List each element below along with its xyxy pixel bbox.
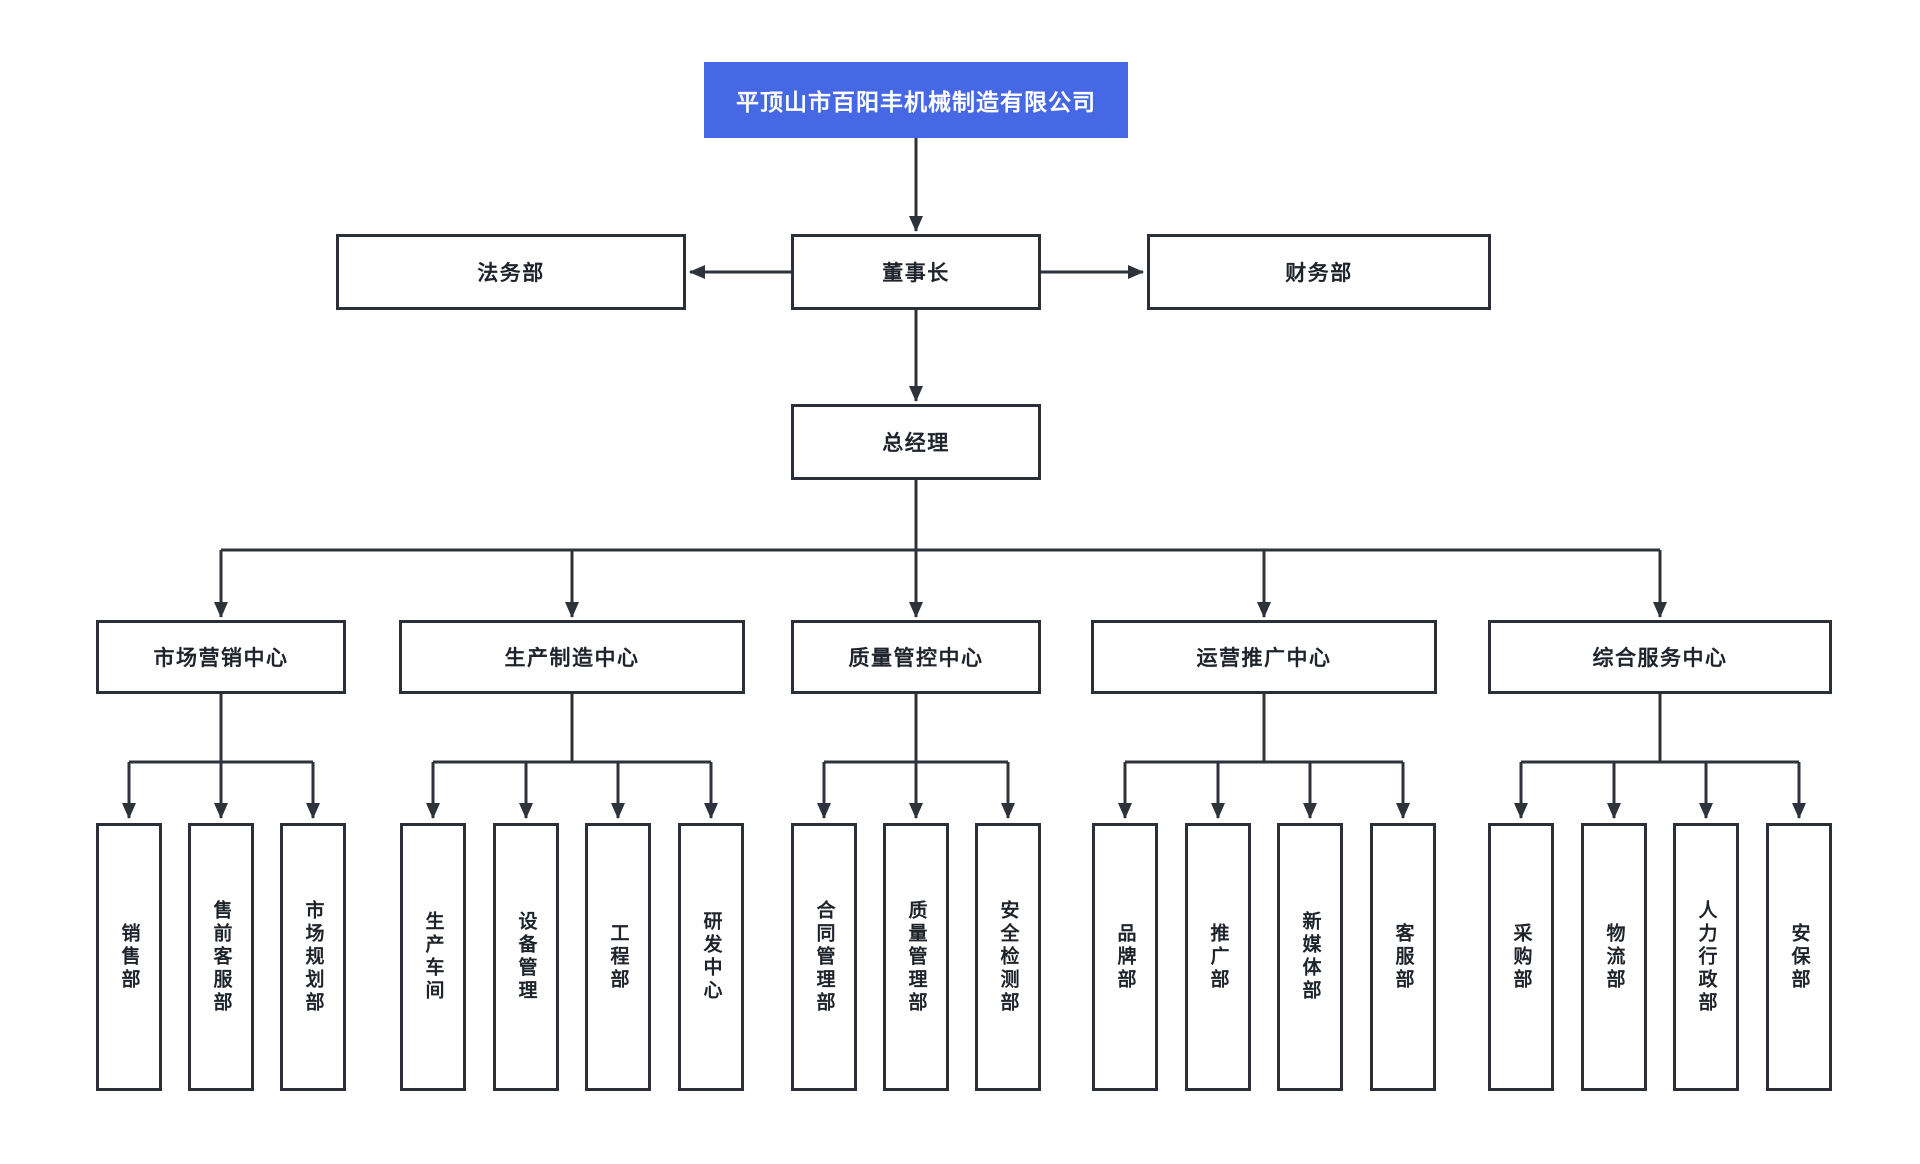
node-general-manager: 总经理 (791, 404, 1041, 480)
operations-center-label: 运营推广中心 (1196, 647, 1332, 670)
company-name-label: 平顶山市百阳丰机械制造有限公司 (736, 89, 1096, 115)
chairman-label: 董事长 (882, 262, 950, 285)
node-market-planning-dept: 市场规划部 (280, 823, 346, 1091)
engineering-dept-label: 工程部 (607, 922, 629, 992)
node-logistics-dept: 物流部 (1581, 823, 1647, 1091)
presales-service-dept-label: 售前客服部 (210, 899, 232, 1015)
rd-center-label: 研发中心 (700, 911, 722, 1003)
node-quality-center: 质量管控中心 (791, 620, 1041, 694)
equipment-management-label: 设备管理 (515, 911, 537, 1003)
node-operations-center: 运营推广中心 (1091, 620, 1437, 694)
new-media-dept-label: 新媒体部 (1299, 911, 1321, 1003)
node-new-media-dept: 新媒体部 (1277, 823, 1343, 1091)
node-finance-dept: 财务部 (1147, 234, 1491, 310)
node-sales-dept: 销售部 (96, 823, 162, 1091)
node-services-center: 综合服务中心 (1488, 620, 1832, 694)
brand-dept-label: 品牌部 (1114, 922, 1136, 992)
general-manager-label: 总经理 (882, 432, 950, 455)
node-legal-dept: 法务部 (336, 234, 686, 310)
finance-dept-label: 财务部 (1285, 262, 1353, 285)
top-level-connectors (214, 138, 1667, 618)
marketing-center-label: 市场营销中心 (153, 647, 289, 670)
sales-dept-label: 销售部 (118, 922, 140, 992)
node-production-center: 生产制造中心 (399, 620, 745, 694)
hr-admin-dept-label: 人力行政部 (1695, 899, 1717, 1015)
node-security-dept: 安保部 (1766, 823, 1832, 1091)
node-marketing-center: 市场营销中心 (96, 620, 346, 694)
market-planning-dept-label: 市场规划部 (302, 899, 324, 1015)
node-quality-management-dept: 质量管理部 (883, 823, 949, 1091)
node-equipment-management: 设备管理 (493, 823, 559, 1091)
node-customer-service-dept: 客服部 (1370, 823, 1436, 1091)
safety-inspection-dept-label: 安全检测部 (997, 899, 1019, 1015)
services-center-label: 综合服务中心 (1592, 647, 1728, 670)
legal-dept-label: 法务部 (477, 262, 545, 285)
node-procurement-dept: 采购部 (1488, 823, 1554, 1091)
node-contract-management-dept: 合同管理部 (791, 823, 857, 1091)
sub-group-connectors (122, 694, 1806, 819)
promotion-dept-label: 推广部 (1207, 922, 1229, 992)
node-engineering-dept: 工程部 (585, 823, 651, 1091)
contract-management-dept-label: 合同管理部 (813, 899, 835, 1015)
customer-service-dept-label: 客服部 (1392, 922, 1414, 992)
node-chairman: 董事长 (791, 234, 1041, 310)
procurement-dept-label: 采购部 (1510, 922, 1532, 992)
production-center-label: 生产制造中心 (504, 647, 640, 670)
node-presales-service-dept: 售前客服部 (188, 823, 254, 1091)
logistics-dept-label: 物流部 (1603, 922, 1625, 992)
node-brand-dept: 品牌部 (1092, 823, 1158, 1091)
node-hr-admin-dept: 人力行政部 (1673, 823, 1739, 1091)
node-company-root: 平顶山市百阳丰机械制造有限公司 (704, 62, 1128, 138)
node-rd-center: 研发中心 (678, 823, 744, 1091)
production-workshop-label: 生产车间 (422, 911, 444, 1003)
node-safety-inspection-dept: 安全检测部 (975, 823, 1041, 1091)
quality-center-label: 质量管控中心 (848, 647, 984, 670)
node-promotion-dept: 推广部 (1185, 823, 1251, 1091)
security-dept-label: 安保部 (1788, 922, 1810, 992)
quality-management-dept-label: 质量管理部 (905, 899, 927, 1015)
node-production-workshop: 生产车间 (400, 823, 466, 1091)
